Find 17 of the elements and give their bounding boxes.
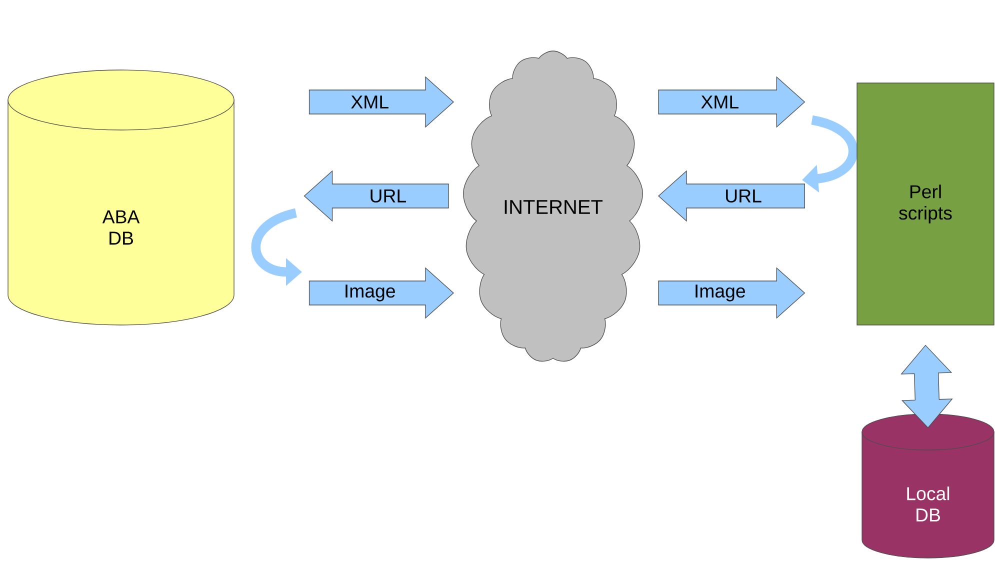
edge-label: Image xyxy=(696,284,745,302)
block-arrow xyxy=(658,170,805,222)
block-arrow xyxy=(658,76,806,128)
block-arrow xyxy=(304,170,449,222)
edge-label: URL xyxy=(726,189,762,202)
process-box: Perl scripts xyxy=(856,82,994,326)
edge-label: XML xyxy=(351,96,388,108)
block-arrow xyxy=(900,344,953,428)
block-arrow xyxy=(308,76,454,128)
edge-label: XML xyxy=(701,96,738,108)
database-cylinder: Local DB xyxy=(862,414,994,558)
block-arrow xyxy=(658,267,806,319)
edge-label: URL xyxy=(370,189,406,202)
edge-label: Image xyxy=(346,284,395,302)
internet-cloud: INTERNET xyxy=(463,50,643,362)
database-cylinder: ABA DB xyxy=(8,70,234,326)
block-arrow xyxy=(308,267,454,319)
